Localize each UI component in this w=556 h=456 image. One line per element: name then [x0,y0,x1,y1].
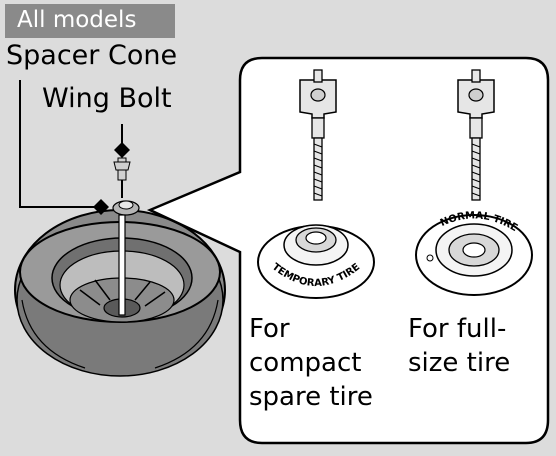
wing-bolt-marker [114,142,130,158]
wing-bolt-full-size [457,69,495,201]
spacer-cone-small [112,200,140,216]
caption-compact-line: spare tire [249,382,373,412]
wing-bolt-compact [299,69,337,201]
spacer-cone-full-size: NORMAL TIRE [415,210,533,296]
caption-compact-line: compact [249,348,362,378]
caption-compact-line: For [249,314,290,344]
caption-full-line: size tire [408,348,511,378]
spacer-cone-marker [93,199,109,215]
model-badge: All models [5,4,175,38]
caption-full-size: For full- size tire [408,312,548,380]
spare-tire-illustration [14,209,226,377]
caption-full-line: For full- [408,314,507,344]
wing-bolt-small [113,157,131,198]
spacer-cone-label: Spacer Cone [6,40,178,71]
spacer-cone-compact: TEMPORARY TIRE [257,224,375,299]
model-badge-label: All models [17,7,137,33]
caption-compact-spare: For compact spare tire [249,312,389,414]
wing-bolt-label: Wing Bolt [42,83,172,114]
